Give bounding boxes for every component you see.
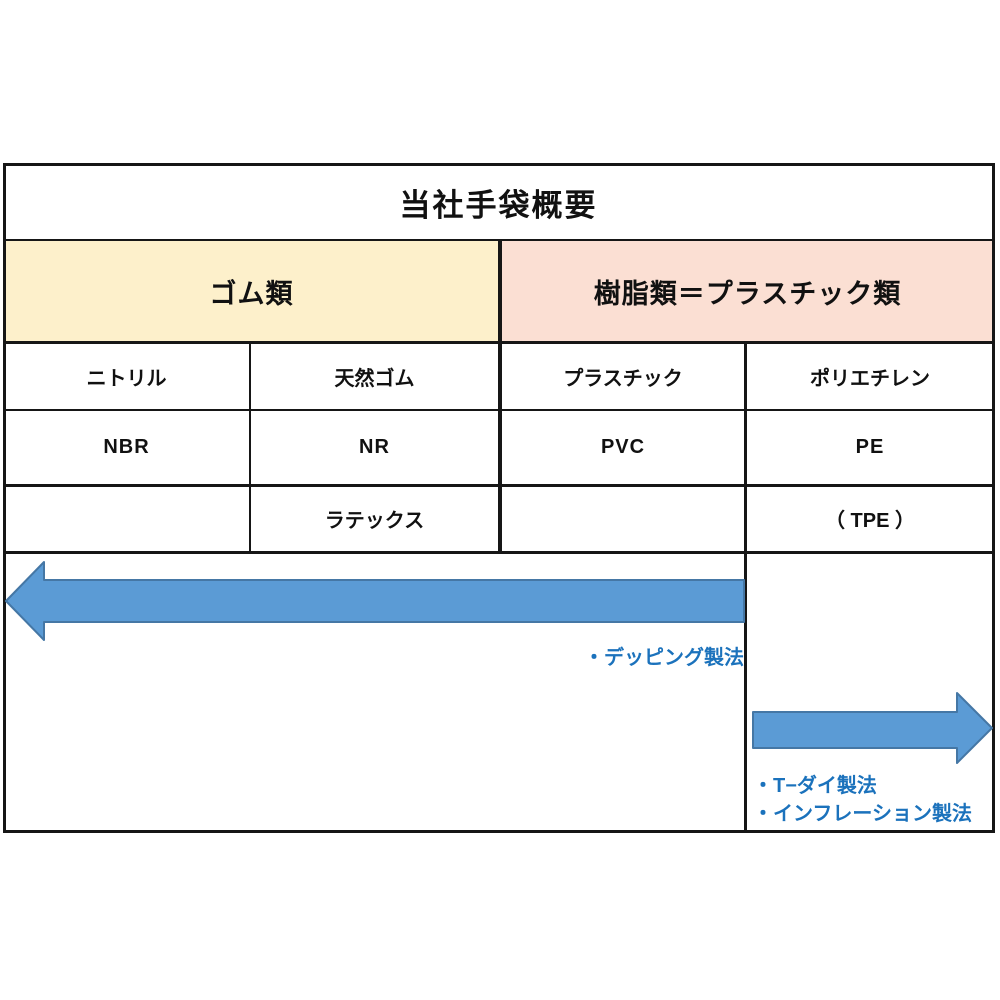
code-nr: NR <box>359 436 390 458</box>
code-pvc: PVC <box>600 436 646 458</box>
label-dipping-method: ・デッピング製法 <box>584 647 744 669</box>
table-border-bottom <box>4 830 995 833</box>
code-nbr: NBR <box>103 436 150 458</box>
material-polyethylene: ポリエチレン <box>810 367 930 390</box>
extra-empty-1 <box>4 486 249 551</box>
label-inflation-method: ・インフレーション製法 <box>753 803 972 825</box>
page-title: 当社手袋概要 <box>399 187 598 223</box>
extrusion-arrow-right-icon <box>752 692 993 764</box>
category-rubber: ゴム類 <box>5 241 498 341</box>
category-plastic: 樹脂類＝プラスチック類 <box>502 241 993 341</box>
table-border-top <box>4 163 995 166</box>
divider-col3-col4 <box>744 341 747 833</box>
code-pe: PE <box>855 436 885 458</box>
extra-empty-2 <box>502 486 744 551</box>
dipping-arrow-left-icon <box>5 561 745 641</box>
material-plastic: プラスチック <box>563 367 683 390</box>
table-border-left <box>3 163 6 833</box>
material-natural-rubber: 天然ゴム <box>334 367 415 390</box>
extra-latex: ラテックス <box>324 510 425 532</box>
material-nitrile: ニトリル <box>86 367 167 390</box>
divider-rubber-plastic <box>498 239 502 554</box>
label-t-die-method: ・T−ダイ製法 <box>753 775 877 797</box>
extra-tpe: （ TPE ） <box>824 510 915 532</box>
table-border-right <box>992 163 995 833</box>
divider-col1-col2 <box>249 341 251 554</box>
